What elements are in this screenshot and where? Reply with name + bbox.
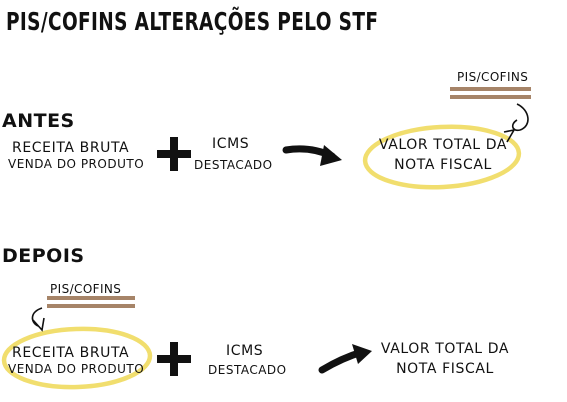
curly-arrow-icon-depois	[31, 307, 43, 327]
highlight-circle-depois	[1, 326, 153, 390]
curly-arrow-icon-antes	[511, 103, 529, 132]
venda-produto-antes: VENDA DO PRODUTO	[8, 157, 145, 171]
page-title: PIS/COFINS ALTERAÇÕES PELO STF	[6, 7, 379, 36]
valor-total-depois: VALOR TOTAL DA	[380, 341, 510, 357]
receita-bruta-depois: RECEITA BRUTA	[12, 345, 130, 361]
highlight-circle-antes	[362, 124, 522, 190]
plus-icon-antes	[157, 137, 191, 171]
venda-produto-depois: VENDA DO PRODUTO	[8, 362, 145, 376]
pis-cofins-tag-depois: PIS/COFINS	[50, 282, 122, 296]
nota-fiscal-depois: NOTA FISCAL	[396, 361, 494, 377]
tag-underline-depois	[47, 296, 135, 308]
icms-depois: ICMS	[226, 343, 264, 359]
receita-bruta-antes: RECEITA BRUTA	[12, 140, 130, 156]
destacado-antes: DESTACADO	[194, 158, 273, 172]
pis-cofins-tag-antes: PIS/COFINS	[457, 70, 529, 84]
plus-icon-depois	[157, 342, 191, 376]
tag-underline-antes	[450, 87, 531, 99]
valor-total-antes: VALOR TOTAL DA	[378, 137, 508, 153]
section-label-antes: ANTES	[2, 110, 75, 132]
nota-fiscal-antes: NOTA FISCAL	[394, 157, 492, 173]
section-label-depois: DEPOIS	[2, 245, 85, 267]
icms-antes: ICMS	[212, 136, 250, 152]
destacado-depois: DESTACADO	[208, 363, 287, 377]
